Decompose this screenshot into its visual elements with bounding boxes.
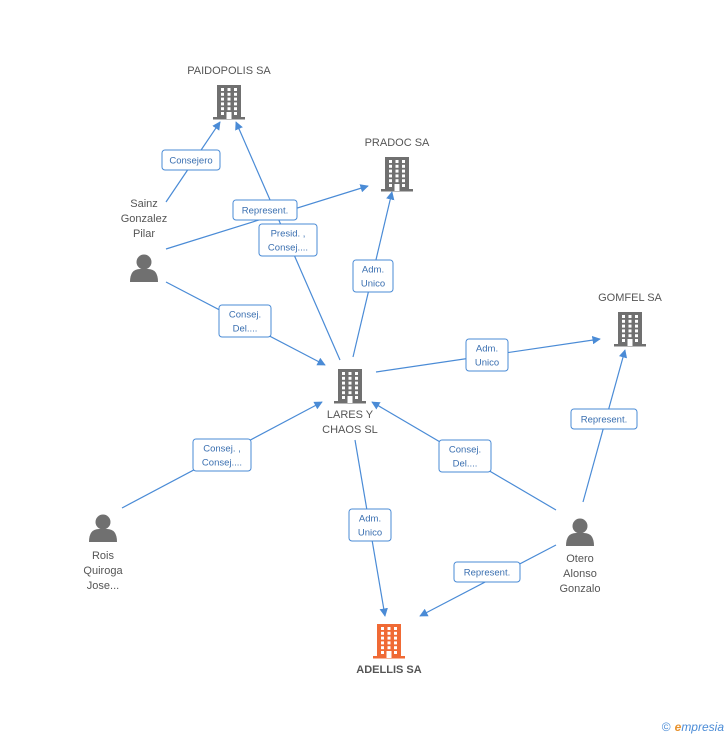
edge-label-text: Represent.	[464, 568, 510, 579]
person-icon	[89, 514, 117, 542]
node-label: Sainz	[130, 198, 158, 210]
node-label: Otero	[566, 553, 594, 565]
node-lares[interactable]: LARES Y CHAOS SL	[322, 369, 378, 436]
node-label: Quiroga	[83, 565, 123, 577]
node-paidopolis[interactable]: PAIDOPOLIS SA	[187, 65, 271, 120]
edge-label-text: Represent.	[581, 415, 627, 426]
node-label: GOMFEL SA	[598, 292, 662, 304]
edge-label-box	[465, 338, 509, 372]
edge-label-text: Adm.	[362, 265, 384, 276]
edge-label-text: Unico	[358, 528, 382, 539]
edge-label-otero-lares[interactable]: Consej. Del....	[438, 439, 492, 473]
node-rois[interactable]: RoisQuirogaJose...	[83, 514, 123, 593]
edge-label-box	[438, 439, 492, 473]
edge-label-text: Unico	[475, 358, 499, 369]
edge-label-box	[232, 199, 298, 221]
edge-label-text: Consejero	[169, 156, 212, 167]
edge-label-lares-adellis[interactable]: Adm. Unico	[348, 508, 392, 542]
edge-label-box	[258, 223, 318, 257]
edge-label-text: Adm.	[359, 514, 381, 525]
edge-label-text: Presid. ,	[271, 229, 306, 240]
node-label: ADELLIS SA	[356, 664, 421, 676]
edge-label-box	[570, 408, 638, 430]
copyright-symbol: ©	[661, 720, 671, 734]
edge-label-text: Consej. ,	[203, 444, 241, 455]
node-adellis[interactable]: ADELLIS SA	[356, 624, 422, 676]
edge-label-text: Adm.	[476, 344, 498, 355]
edge-label-box	[348, 508, 392, 542]
node-label: Jose...	[87, 580, 119, 592]
node-label: PAIDOPOLIS SA	[187, 65, 271, 77]
edge-label-text: Del....	[233, 324, 258, 335]
edge-label-box	[161, 149, 221, 171]
edge-label-box	[352, 259, 394, 293]
edge-label-box	[453, 561, 521, 583]
footer-credit: © empresia	[662, 720, 724, 734]
node-label: Rois	[92, 550, 115, 562]
building-icon	[213, 85, 245, 120]
empresia-logo[interactable]: empresia	[674, 720, 724, 734]
building-icon	[373, 624, 405, 659]
edge-label-text: Represent.	[242, 206, 288, 217]
edge-label-text: Consej....	[202, 458, 242, 469]
node-pradoc[interactable]: PRADOC SA	[365, 137, 430, 192]
node-label: CHAOS SL	[322, 424, 378, 436]
edge-label-lares-paidopolis[interactable]: Presid. , Consej....	[258, 223, 318, 257]
edge-label-text: Consej....	[268, 243, 308, 254]
edges-layer	[121, 121, 628, 617]
edge-label-lares-gomfel[interactable]: Adm. Unico	[465, 338, 509, 372]
edge-label-box	[192, 438, 252, 472]
person-icon	[566, 518, 594, 546]
edge-label-otero-adellis[interactable]: Represent.	[453, 561, 521, 583]
building-icon	[334, 369, 366, 404]
edge-label-rois-lares[interactable]: Consej. , Consej....	[192, 438, 252, 472]
building-icon	[614, 312, 646, 347]
edge-label-text: Consej.	[449, 445, 481, 456]
edge-label-box	[218, 304, 272, 338]
node-label: Gonzalo	[560, 583, 601, 595]
edge-label-sainz-pradoc[interactable]: Represent.	[232, 199, 298, 221]
person-icon	[130, 254, 158, 282]
node-label: Gonzalez	[121, 213, 167, 225]
node-label: Pilar	[133, 228, 155, 240]
building-icon	[381, 157, 413, 192]
node-label: LARES Y	[327, 409, 374, 421]
edge-label-text: Unico	[361, 279, 385, 290]
edge-label-otero-gomfel[interactable]: Represent.	[570, 408, 638, 430]
nodes-layer: PAIDOPOLIS SA PRADOC SA GOMFEL SA LARES Y CH…	[83, 65, 662, 676]
node-label: PRADOC SA	[365, 137, 430, 149]
edge-label-sainz-paidopolis[interactable]: Consejero	[161, 149, 221, 171]
edge-label-sainz-lares[interactable]: Consej. Del....	[218, 304, 272, 338]
edge-label-text: Consej.	[229, 310, 261, 321]
node-label: Alonso	[563, 568, 597, 580]
node-gomfel[interactable]: GOMFEL SA	[598, 292, 663, 347]
edge-label-lares-pradoc[interactable]: Adm. Unico	[352, 259, 394, 293]
edge-label-text: Del....	[453, 459, 478, 470]
